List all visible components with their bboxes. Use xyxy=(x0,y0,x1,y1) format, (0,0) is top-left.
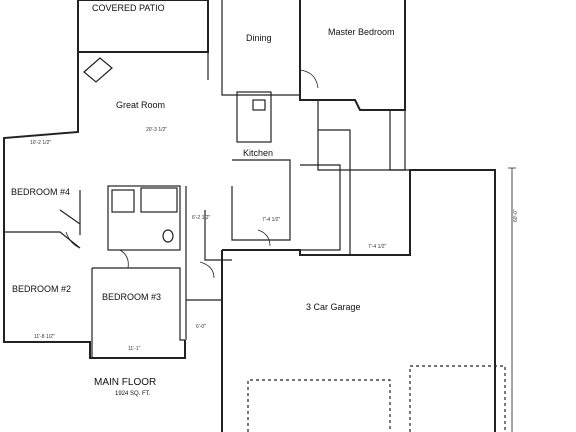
master-suite-inner xyxy=(317,100,411,256)
door-swing xyxy=(257,229,271,247)
room-label-bedroom-3: BEDROOM #3 xyxy=(102,292,162,302)
bathtub xyxy=(140,187,178,213)
fireplace xyxy=(83,57,113,83)
room-label-great-room: Great Room xyxy=(116,100,166,110)
plan-area: 1924 SQ. FT. xyxy=(115,391,151,397)
hallway-walls xyxy=(185,186,232,360)
door-swing xyxy=(299,69,319,89)
room-label-master-bedroom: Master Bedroom xyxy=(328,27,395,37)
dim-closet-width: 7'-4 1/2" xyxy=(368,244,387,250)
plan-title: MAIN FLOOR xyxy=(94,377,157,388)
toilet xyxy=(162,229,174,243)
room-label-covered-patio: COVERED PATIO xyxy=(92,3,165,13)
room-label-bedroom-2: BEDROOM #2 xyxy=(12,284,72,294)
dim-great-room-width: 20'-3 1/2" xyxy=(146,127,168,133)
interior-wall-dining xyxy=(207,0,301,96)
door-swing xyxy=(65,231,81,249)
dim-bedroom4-width: 10'-2 1/2" xyxy=(30,140,52,146)
vanity xyxy=(111,189,135,213)
dim-hall-width: 6'-2 1/2" xyxy=(192,215,211,221)
garage-dimension-line xyxy=(508,167,516,432)
dim-laundry-width: 7'-4 1/2" xyxy=(262,217,281,223)
garage-walls xyxy=(222,169,496,432)
room-label-garage: 3 Car Garage xyxy=(306,302,361,312)
room-label-bedroom-4: BEDROOM #4 xyxy=(11,187,71,197)
dim-garage-depth: 60'-0" xyxy=(513,209,519,222)
garage-door-2 xyxy=(409,365,506,432)
garage-door-1 xyxy=(247,379,391,432)
dim-bedroom2-width: 11'-8 1/2" xyxy=(34,334,55,340)
room-label-kitchen: Kitchen xyxy=(243,148,274,158)
door-swing xyxy=(119,249,129,269)
dim-entry-width: 6'-0" xyxy=(196,324,206,330)
kitchen-sink xyxy=(252,99,266,111)
door-swing xyxy=(199,261,215,279)
laundry-walls xyxy=(231,159,341,251)
bathroom-outline xyxy=(107,185,181,251)
exterior-wall-west xyxy=(3,52,186,359)
bedroom-3-walls xyxy=(91,267,185,358)
room-label-dining: Dining xyxy=(246,33,272,43)
kitchen-island xyxy=(236,91,272,143)
bedroom-4-walls xyxy=(4,190,81,249)
dim-bedroom3-width: 11'-1" xyxy=(128,346,141,352)
master-bedroom-walls xyxy=(299,0,406,111)
master-walkin-vanity xyxy=(389,110,406,171)
